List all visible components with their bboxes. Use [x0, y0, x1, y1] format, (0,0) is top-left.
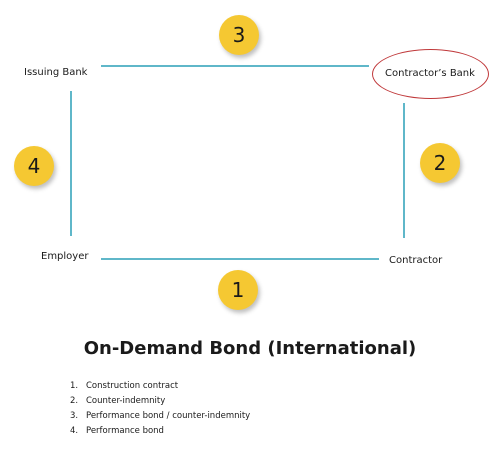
- step-badge-4: 4: [14, 146, 54, 186]
- legend-item-text: Performance bond / counter-indemnity: [86, 411, 251, 421]
- connector-top: [101, 65, 369, 67]
- legend-item-number: 1.: [70, 381, 79, 391]
- legend-item-number: 4.: [70, 426, 79, 436]
- legend-item-text: Construction contract: [86, 381, 179, 391]
- contractors-bank-label: Contractor’s Bank: [385, 68, 475, 79]
- connector-left: [70, 91, 72, 236]
- legend-item-number: 2.: [70, 396, 79, 406]
- legend-item: 2. Counter-indemnity: [70, 394, 250, 409]
- contractor-label: Contractor: [389, 255, 443, 266]
- step-badge-2: 2: [420, 143, 460, 183]
- step-badge-3: 3: [219, 15, 259, 55]
- legend-item-number: 3.: [70, 411, 79, 421]
- step-badge-1: 1: [218, 270, 258, 310]
- connector-bottom: [101, 258, 379, 260]
- diagram-title: On-Demand Bond (International): [83, 338, 417, 359]
- employer-label: Employer: [41, 251, 89, 262]
- contractors-bank-highlight: [372, 49, 489, 99]
- legend-item: 4. Performance bond: [70, 424, 250, 439]
- legend-item-text: Performance bond: [86, 426, 164, 436]
- connector-right: [403, 103, 405, 238]
- legend-item: 1. Construction contract: [70, 379, 250, 394]
- legend-item: 3. Performance bond / counter-indemnity: [70, 409, 250, 424]
- issuing-bank-label: Issuing Bank: [24, 67, 88, 78]
- legend-item-text: Counter-indemnity: [86, 396, 166, 406]
- legend-list: 1. Construction contract 2. Counter-indemn…: [70, 379, 250, 439]
